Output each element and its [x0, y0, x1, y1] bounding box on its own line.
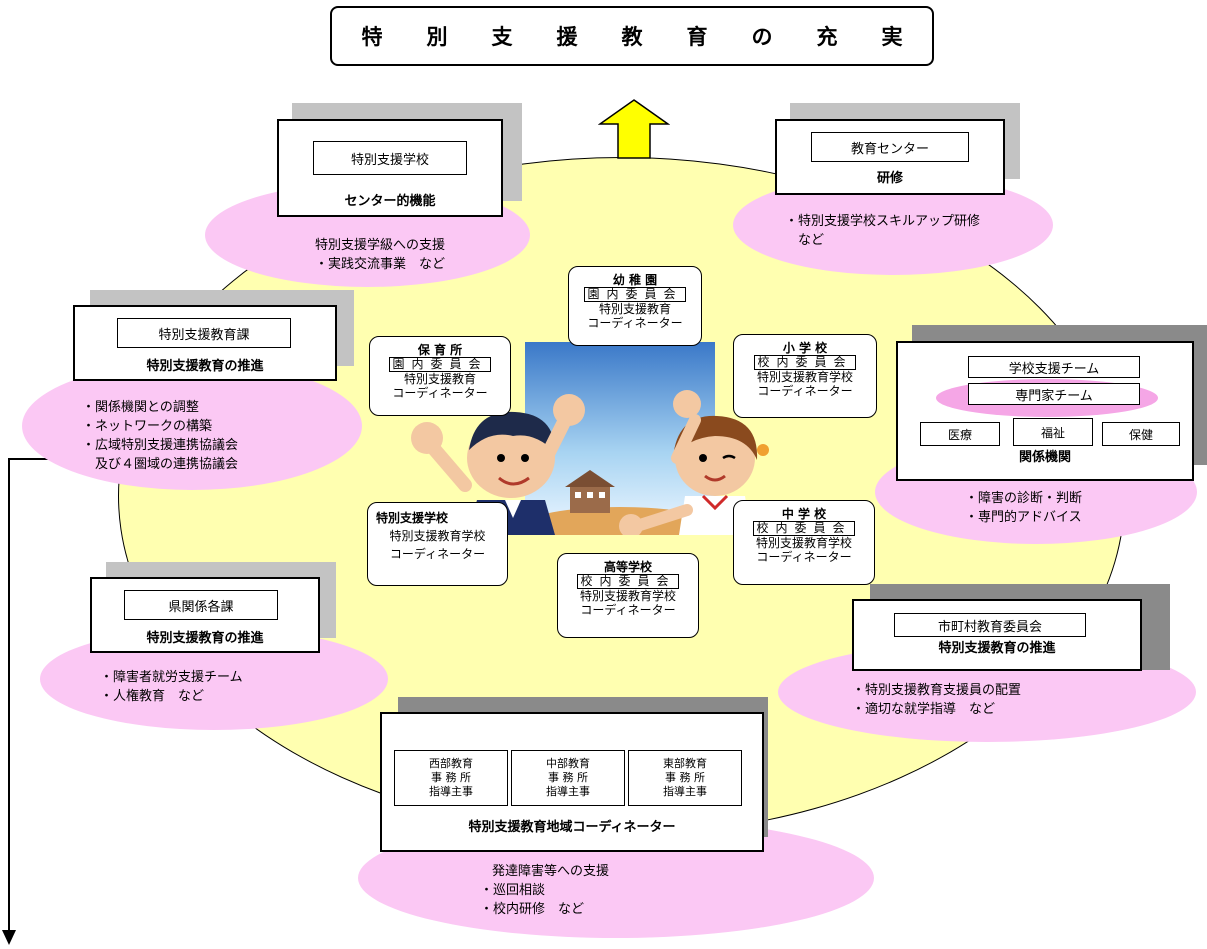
ken-kakuka-name: 県関係各課	[124, 590, 278, 620]
left-arrow-line	[8, 458, 10, 936]
shichoson-name: 市町村教育委員会	[894, 613, 1086, 637]
youchien-committee: 園内委員会	[584, 287, 686, 302]
up-arrow-icon	[598, 99, 670, 159]
ed-center-notes: ・特別支援学校スキルアップ研修 など	[785, 214, 981, 248]
tokushi-ka-bubble	[22, 362, 362, 490]
chuugakkou-committee: 校内委員会	[753, 521, 855, 536]
central-office: 中部教育 事 務 所 指導主事	[511, 750, 625, 806]
west-office: 西部教育 事 務 所 指導主事	[394, 750, 508, 806]
ed-center-function: 研修	[876, 171, 903, 186]
hoikusho-box: 保 育 所 園内委員会 特別支援教育 コーディネーター	[369, 336, 511, 416]
kankei-notes: ・障害の診断・判断 ・専門的アドバイス	[965, 491, 1083, 525]
shichoson-notes: ・特別支援教育支援員の配置 ・適切な就学指導 など	[852, 683, 1022, 717]
children-illustration	[411, 342, 769, 535]
regional-box: 西部教育 事 務 所 指導主事 中部教育 事 務 所 指導主事 東部教育 事 務…	[380, 712, 764, 852]
special-school-function: センター的機能	[344, 194, 436, 209]
regional-label: 特別支援教育地域コーディネーター	[468, 820, 676, 835]
health-item: 保健	[1102, 422, 1180, 446]
ken-kakuka-notes: ・障害者就労支援チーム ・人権教育 など	[100, 670, 243, 704]
koutou-box: 高等学校 校内委員会 特別支援教育学校 コーディネーター	[557, 553, 699, 638]
chuugakkou-box: 中 学 校 校内委員会 特別支援教育学校 コーディネーター	[733, 500, 875, 585]
school-support-team: 学校支援チーム	[968, 356, 1140, 378]
shichoson-function: 特別支援教育の推進	[938, 641, 1056, 656]
youchien-box: 幼 稚 園 園内委員会 特別支援教育 コーディネーター	[568, 266, 702, 346]
kankei-box: 学校支援チーム 専門家チーム 医療 福祉 保健 関係機関	[896, 341, 1194, 481]
tokushi-ka-box: 特別支援教育課 特別支援教育の推進	[73, 305, 337, 381]
kankei-label: 関係機関	[1018, 450, 1071, 465]
ken-kakuka-box: 県関係各課 特別支援教育の推進	[90, 577, 320, 653]
expert-team: 専門家チーム	[968, 383, 1140, 405]
special-school-notes: 特別支援学級への支援 ・実践交流事業 など	[314, 238, 445, 272]
page-title: 特別支援教育の充実	[361, 25, 947, 49]
regional-notes: 発達障害等への支援 ・巡回相談 ・校内研修 など	[480, 864, 610, 917]
tokushi-ka-notes: ・関係機関との調整 ・ネットワークの構築 ・広域特別支援連携協議会 及び４圏域の…	[82, 400, 239, 472]
shougakkou-box: 小 学 校 校内委員会 特別支援教育学校 コーディネーター	[733, 334, 877, 418]
east-office: 東部教育 事 務 所 指導主事	[628, 750, 742, 806]
koutou-committee: 校内委員会	[577, 574, 679, 589]
tokushi-ka-function: 特別支援教育の推進	[146, 359, 264, 374]
ed-center-name: 教育センター	[811, 132, 969, 162]
title-box: 特別支援教育の充実	[330, 6, 934, 66]
shougakkou-committee: 校内委員会	[754, 355, 856, 370]
special-school-name: 特別支援学校	[313, 141, 467, 175]
hoikusho-committee: 園内委員会	[389, 357, 491, 372]
welfare-item: 福祉	[1013, 418, 1093, 446]
shichoson-box: 市町村教育委員会 特別支援教育の推進	[852, 599, 1142, 671]
special-school-box: 特別支援学校 センター的機能	[277, 119, 503, 217]
ken-kakuka-function: 特別支援教育の推進	[146, 631, 264, 646]
tokushi-school-box: 特別支援学校 特別支援教育学校 コーディネーター	[367, 502, 508, 586]
down-arrow-icon	[2, 930, 16, 945]
ed-center-box: 教育センター 研修	[775, 119, 1005, 195]
medical-item: 医療	[920, 422, 1000, 446]
tokushi-ka-name: 特別支援教育課	[117, 318, 291, 348]
